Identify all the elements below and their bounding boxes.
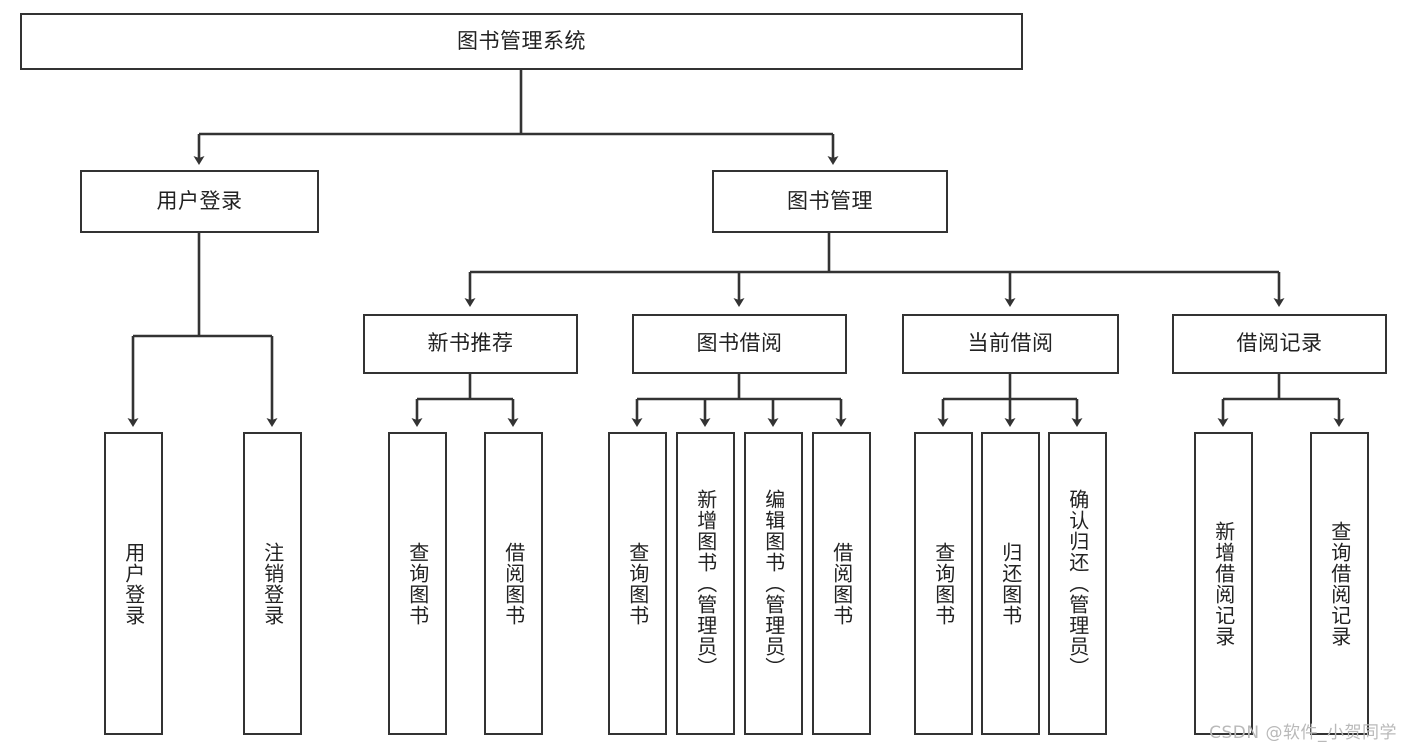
csdn-watermark: CSDN @软件_小贺同学	[1209, 723, 1397, 743]
node-label: 借阅图书	[501, 541, 526, 626]
leaf-borrow-book[interactable]: 借阅图书	[812, 432, 871, 735]
leaf-logout[interactable]: 注销登录	[243, 432, 302, 735]
node-book-management-system[interactable]: 图书管理系统	[20, 13, 1023, 70]
node-label: 新增借阅记录	[1211, 520, 1236, 647]
node-label: 新增图书（管理员）	[693, 489, 718, 678]
leaf-borrow-book-recommend[interactable]: 借阅图书	[484, 432, 543, 735]
leaf-edit-book-admin[interactable]: 编辑图书（管理员）	[744, 432, 803, 735]
leaf-query-borrow-record[interactable]: 查询借阅记录	[1310, 432, 1369, 735]
node-label: 新书推荐	[427, 331, 514, 356]
leaf-confirm-return-admin[interactable]: 确认归还（管理员）	[1048, 432, 1107, 735]
node-label: 借阅图书	[829, 541, 854, 626]
node-label: 查询借阅记录	[1327, 520, 1352, 647]
leaf-return-book[interactable]: 归还图书	[981, 432, 1040, 735]
leaf-add-book-admin[interactable]: 新增图书（管理员）	[676, 432, 735, 735]
node-label: 查询图书	[931, 541, 956, 626]
node-label: 注销登录	[260, 541, 285, 626]
leaf-query-book-borrow[interactable]: 查询图书	[608, 432, 667, 735]
leaf-add-borrow-record[interactable]: 新增借阅记录	[1194, 432, 1253, 735]
leaf-query-book-recommend[interactable]: 查询图书	[388, 432, 447, 735]
node-label: 编辑图书（管理员）	[761, 489, 786, 678]
leaf-user-login[interactable]: 用户登录	[104, 432, 163, 735]
node-label: 图书管理系统	[457, 28, 586, 53]
node-book-management[interactable]: 图书管理	[712, 170, 948, 233]
node-user-login[interactable]: 用户登录	[80, 170, 319, 233]
node-label: 用户登录	[121, 541, 146, 626]
node-label: 查询图书	[625, 541, 650, 626]
node-new-book-recommend[interactable]: 新书推荐	[363, 314, 578, 374]
node-label: 当前借阅	[967, 331, 1054, 356]
leaf-query-book-current[interactable]: 查询图书	[914, 432, 973, 735]
node-label: 图书管理	[787, 188, 873, 213]
node-borrow-record[interactable]: 借阅记录	[1172, 314, 1387, 374]
node-label: 借阅记录	[1236, 331, 1323, 356]
node-label: 查询图书	[405, 541, 430, 626]
node-current-borrow[interactable]: 当前借阅	[902, 314, 1119, 374]
node-label: 归还图书	[998, 541, 1023, 626]
node-label: 图书借阅	[696, 331, 783, 356]
node-book-borrow[interactable]: 图书借阅	[632, 314, 847, 374]
node-label: 用户登录	[156, 188, 243, 213]
node-label: 确认归还（管理员）	[1065, 489, 1090, 678]
